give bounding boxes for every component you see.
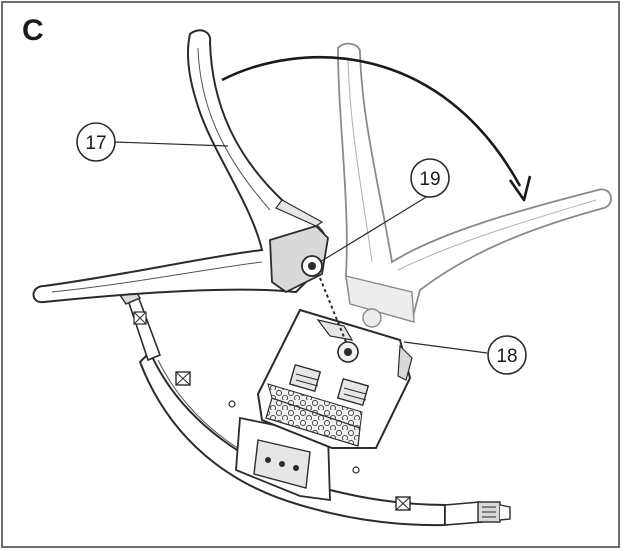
leader-17 xyxy=(113,141,229,147)
arms-original xyxy=(32,29,329,304)
rotation-arrow xyxy=(221,55,532,202)
callout-19-label: 19 xyxy=(419,169,440,190)
callout-18-label: 18 xyxy=(496,346,517,367)
receiver-unit xyxy=(256,308,413,449)
leader-18 xyxy=(403,341,488,354)
base-screw xyxy=(265,457,271,463)
callout-19: 19 xyxy=(410,158,450,198)
leader-19 xyxy=(319,195,429,263)
callout-17: 17 xyxy=(76,122,116,162)
arms-rotated-ghost xyxy=(337,42,612,328)
panel-label: C xyxy=(22,14,44,47)
callout-17-label: 17 xyxy=(85,133,106,154)
callout-18: 18 xyxy=(487,335,527,375)
